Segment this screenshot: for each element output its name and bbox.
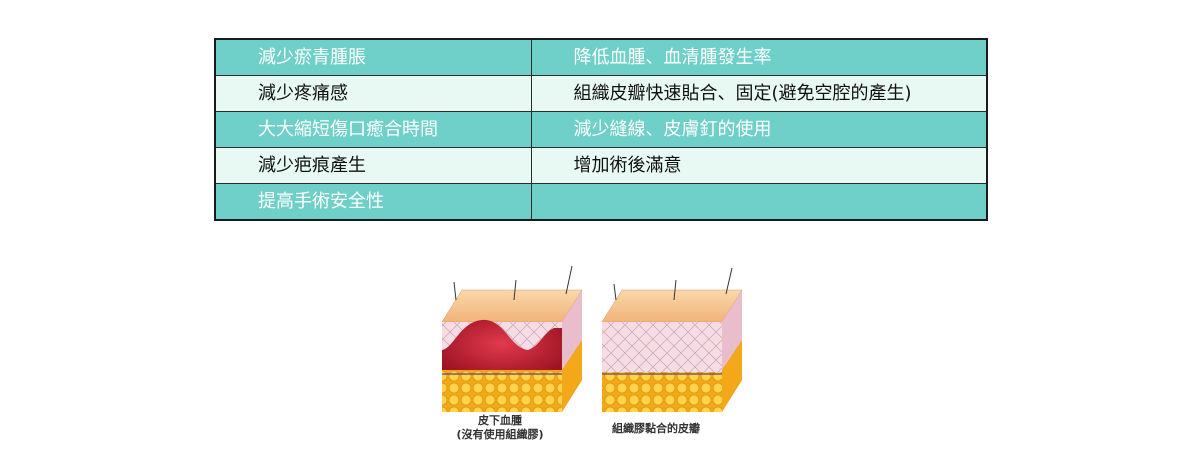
table-cell: 減少瘀青腫脹 (214, 38, 532, 76)
table-cell: 大大縮短傷口癒合時間 (214, 111, 532, 148)
hematoma-caption-note: (沒有使用組織膠) (456, 428, 544, 441)
table-cell: 提高手術安全性 (214, 183, 532, 221)
skin-with-hematoma-icon (441, 265, 583, 412)
table-cell: 增加術後滿意 (530, 147, 988, 184)
hematoma-caption-title: 皮下血腫 (478, 414, 522, 427)
table-row: 提高手術安全性 (214, 183, 988, 221)
table-row: 減少瘀青腫脹 降低血腫、血清腫發生率 (214, 38, 988, 76)
table-cell: 減少疤痕產生 (214, 147, 532, 184)
sealed-flap-caption: 組織膠黏合的皮瓣 (612, 422, 700, 435)
table-cell: 組織皮瓣快速貼合、固定(避免空腔的產生) (530, 75, 988, 112)
table-row: 減少疤痕產生 增加術後滿意 (214, 147, 988, 184)
skin-comparison-illustration (441, 265, 743, 412)
table-row: 減少疼痛感 組織皮瓣快速貼合、固定(避免空腔的產生) (214, 75, 988, 112)
table-cell: 降低血腫、血清腫發生率 (530, 38, 988, 76)
table-cell (530, 183, 988, 221)
table-row: 大大縮短傷口癒合時間 減少縫線、皮膚釘的使用 (214, 111, 988, 148)
table-cell: 減少縫線、皮膚釘的使用 (530, 111, 988, 148)
skin-sealed-flap-icon (601, 267, 743, 412)
hematoma-caption: 皮下血腫 (沒有使用組織膠) (440, 414, 560, 442)
table-cell: 減少疼痛感 (214, 75, 532, 112)
benefits-table: 減少瘀青腫脹 降低血腫、血清腫發生率 減少疼痛感 組織皮瓣快速貼合、固定(避免空… (214, 38, 988, 221)
